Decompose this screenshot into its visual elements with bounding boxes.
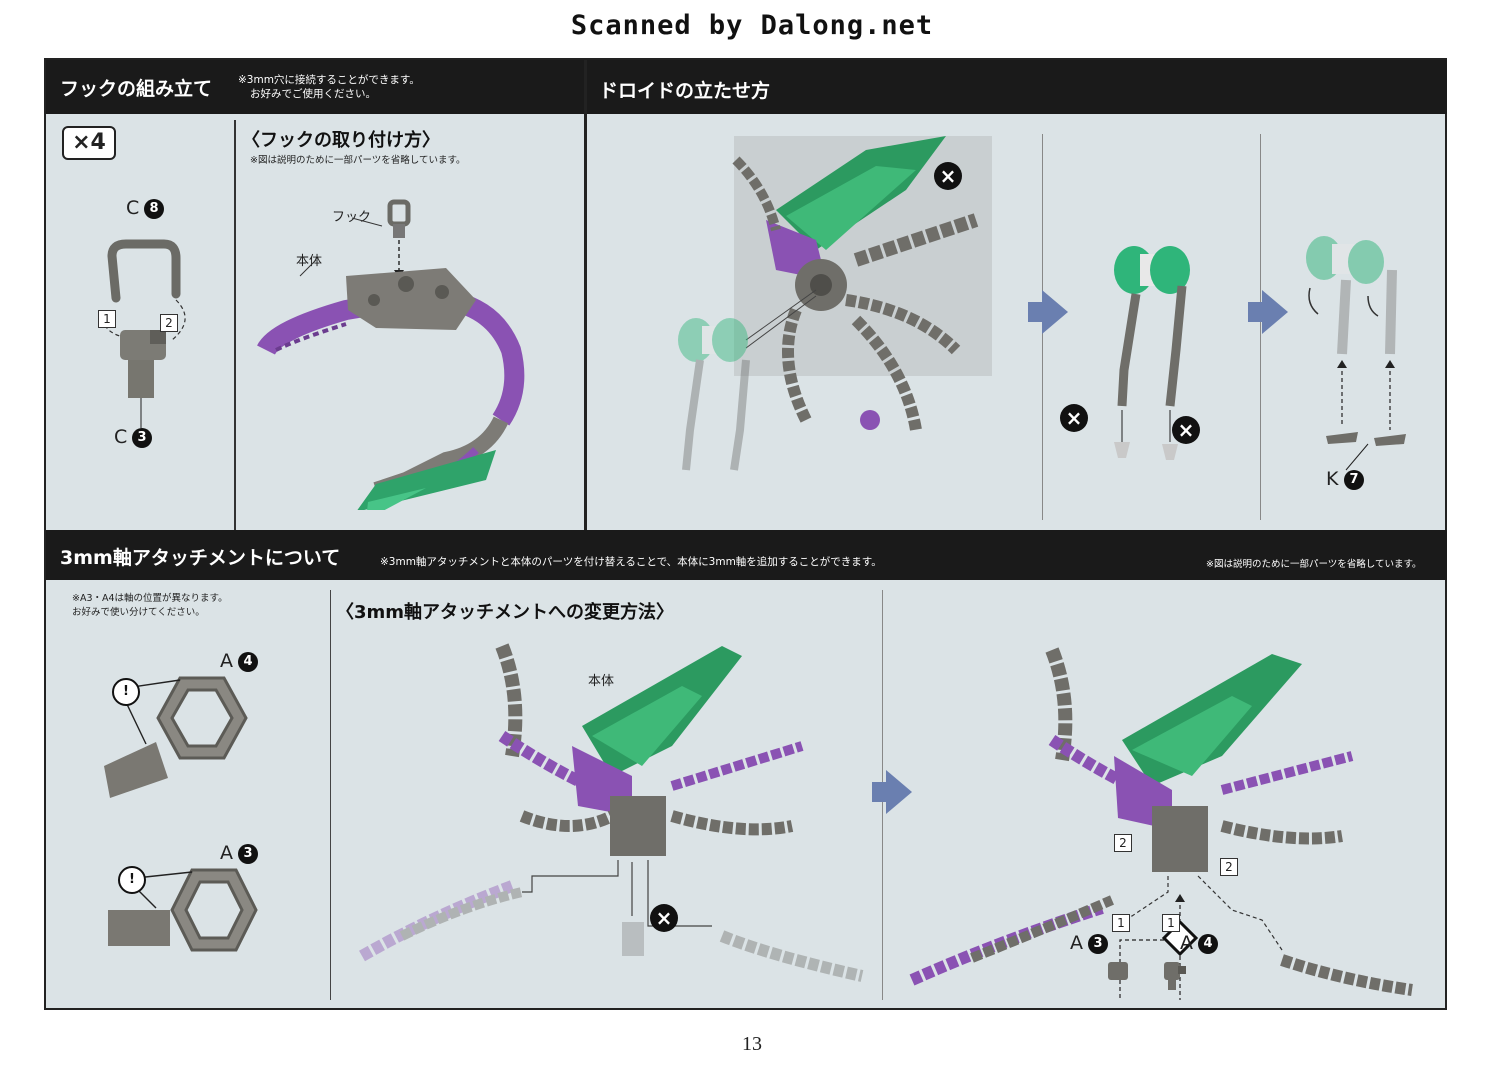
droid-feet-illustration bbox=[1306, 236, 1406, 471]
top-section-divider bbox=[584, 60, 587, 530]
instruction-page-frame: フックの組み立て ※3mm穴に接続することができます。 お好みでご使用ください。… bbox=[44, 58, 1447, 1010]
next-arrow-3 bbox=[886, 770, 912, 814]
part-c3-letter: C bbox=[114, 426, 128, 448]
hook-assembly-illustration bbox=[104, 239, 186, 428]
attachment-part-a4-letter: A bbox=[1180, 932, 1193, 954]
attachment-part-a3-letter: A bbox=[1070, 932, 1083, 954]
droid-divider-2 bbox=[1260, 134, 1261, 520]
attachment-step-1-left: 1 bbox=[1112, 914, 1130, 932]
attachment-part-a4-number: 4 bbox=[1198, 934, 1218, 954]
attachment-before-illustration bbox=[359, 643, 864, 982]
part-a3-letter: A bbox=[220, 842, 233, 864]
droid-legs-illustration bbox=[1114, 246, 1190, 460]
multiplier-badge: ×4 bbox=[62, 126, 116, 160]
part-a4-number: 4 bbox=[238, 652, 258, 672]
attachment-parts-small bbox=[1108, 962, 1186, 990]
part-c8-letter: C bbox=[126, 197, 140, 219]
part-k7-letter: K bbox=[1326, 468, 1339, 490]
attachment-heading: 3mm軸アタッチメントについて bbox=[60, 547, 341, 569]
droid-x-mark-right: × bbox=[1172, 416, 1200, 444]
hook-heading: フックの組み立て bbox=[60, 78, 213, 100]
droid-x-mark-main: × bbox=[934, 162, 962, 190]
attachment-step-1-right: 1 bbox=[1162, 914, 1180, 932]
hook-header-bar: フックの組み立て ※3mm穴に接続することができます。 お好みでご使用ください。 bbox=[46, 60, 584, 114]
scan-watermark-title: Scanned by Dalong.net bbox=[570, 10, 934, 41]
attachment-divider-1 bbox=[330, 590, 331, 1000]
attachment-change-title: 〈3mm軸アタッチメントへの変更方法〉 bbox=[336, 602, 675, 623]
attachment-left-note-line1: ※A3・A4は軸の位置が異なります。 bbox=[72, 593, 228, 604]
next-arrow-2 bbox=[1262, 290, 1288, 334]
attachment-header-bar: 3mm軸アタッチメントについて ※3mm軸アタッチメントと本体のパーツを付け替え… bbox=[46, 530, 1447, 580]
attachment-note: ※3mm軸アタッチメントと本体のパーツを付け替えることで、本体に3mm軸を追加す… bbox=[380, 556, 882, 568]
part-a4-letter: A bbox=[220, 650, 233, 672]
next-arrow-1 bbox=[1042, 290, 1068, 334]
hook-step-1: 1 bbox=[98, 310, 116, 328]
part-a3-number: 3 bbox=[238, 844, 258, 864]
hook-note-line2: お好みでご使用ください。 bbox=[250, 88, 376, 100]
next-arrow-stem-1 bbox=[1028, 302, 1044, 322]
droid-x-mark-left: × bbox=[1060, 404, 1088, 432]
hook-label: フック bbox=[332, 210, 372, 225]
next-arrow-stem-3 bbox=[872, 782, 888, 802]
hook-attach-title: 〈フックの取り付け方〉 bbox=[242, 130, 440, 151]
attachment-left-note-line2: お好みで使い分けてください。 bbox=[72, 607, 205, 618]
attachment-x-mark: × bbox=[650, 904, 678, 932]
caution-icon-a3: ! bbox=[118, 866, 146, 894]
part-a4-illustration bbox=[104, 676, 248, 798]
part-c8-number: 8 bbox=[144, 199, 164, 219]
droid-header-bar: ドロイドの立たせ方 bbox=[587, 60, 1447, 114]
hook-inner-divider bbox=[234, 120, 236, 530]
hook-body-label: 本体 bbox=[296, 254, 323, 269]
attachment-part-a3-number: 3 bbox=[1088, 934, 1108, 954]
attachment-after-illustration bbox=[909, 647, 1413, 1000]
attachment-body-label: 本体 bbox=[588, 674, 615, 689]
hook-attach-note: ※図は説明のために一部パーツを省略しています。 bbox=[250, 155, 466, 166]
hook-body-illustration bbox=[257, 199, 525, 510]
attachment-step-2-right: 2 bbox=[1220, 858, 1238, 876]
part-c3-number: 3 bbox=[132, 428, 152, 448]
caution-icon-a4: ! bbox=[112, 678, 140, 706]
attachment-note-right: ※図は説明のために一部パーツを省略しています。 bbox=[1206, 559, 1422, 570]
next-arrow-stem-2 bbox=[1248, 302, 1264, 322]
part-k7-number: 7 bbox=[1344, 470, 1364, 490]
attachment-step-2-left: 2 bbox=[1114, 834, 1132, 852]
hook-note-line1: ※3mm穴に接続することができます。 bbox=[238, 74, 420, 86]
page-number: 13 bbox=[742, 1033, 762, 1055]
droid-heading: ドロイドの立たせ方 bbox=[599, 80, 771, 102]
hook-step-2: 2 bbox=[160, 314, 178, 332]
